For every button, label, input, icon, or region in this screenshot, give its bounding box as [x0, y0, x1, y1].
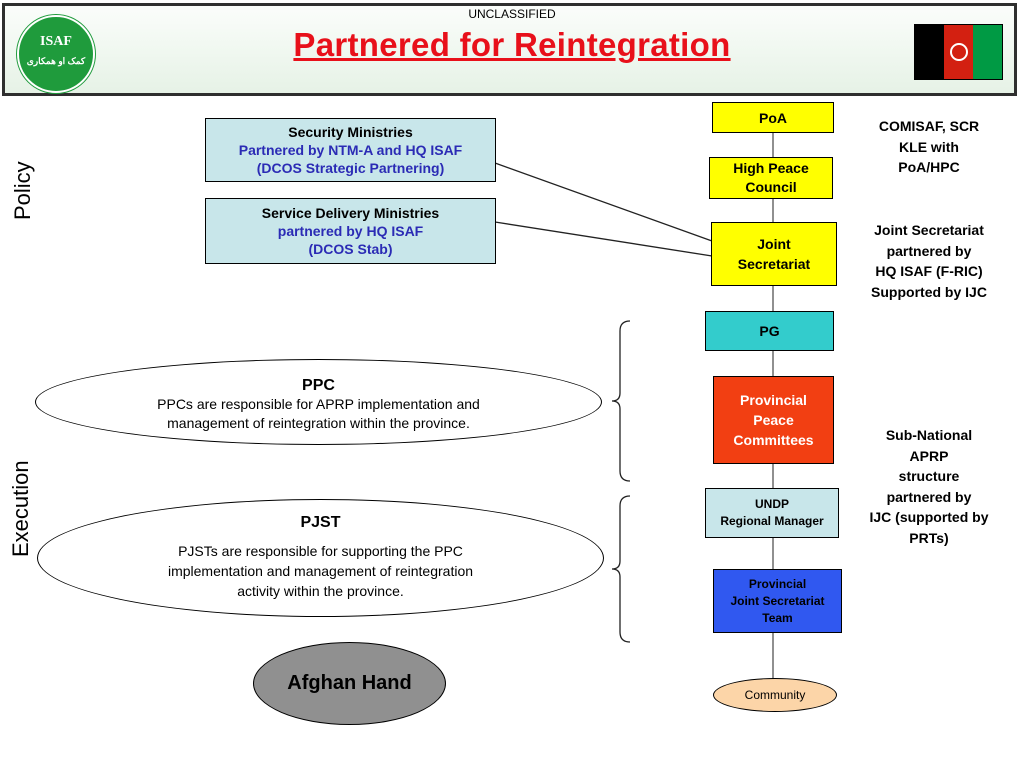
pjst-ellipse: PJST PJSTs are responsible for supportin…	[37, 499, 604, 617]
security-ministries-partner: Partnered by NTM-A and HQ ISAF	[238, 142, 463, 158]
ppc-box-line2: Peace	[753, 412, 794, 428]
ppc-ellipse-line2: management of reintegration within the p…	[167, 415, 470, 431]
security-ministries-box: Security Ministries Partnered by NTM-A a…	[205, 118, 496, 182]
hpc-line2: Council	[745, 179, 797, 195]
execution-label: Execution	[8, 460, 33, 557]
afghan-hand-ellipse: Afghan Hand	[253, 642, 446, 725]
pjst-box-line1: Provincial	[748, 576, 807, 591]
ppc-ellipse-line1: PPCs are responsible for APRP implementa…	[157, 396, 480, 412]
js-note-line2: partnered by	[886, 242, 972, 259]
js-note: Joint Secretariat partnered by HQ ISAF (…	[850, 220, 1008, 302]
comisaf-note-line1: COMISAF, SCR	[878, 118, 980, 134]
hpc-line1: High Peace	[733, 160, 809, 176]
js-note-line3: HQ ISAF (F-RIC)	[875, 263, 983, 279]
comisaf-note-line2: KLE with	[899, 138, 959, 155]
service-delivery-ministries-box: Service Delivery Ministries partnered by…	[205, 198, 496, 264]
pjst-box-line2: Joint Secretariat	[730, 593, 825, 608]
provincial-peace-committees-box: Provincial Peace Committees	[713, 376, 834, 464]
service-delivery-title: Service Delivery Ministries	[261, 205, 440, 221]
classification-label: UNCLASSIFIED	[468, 7, 556, 21]
ppc-ellipse: PPC PPCs are responsible for APRP implem…	[35, 359, 602, 445]
ppc-box-line3: Committees	[733, 432, 814, 448]
ppc-brace	[611, 320, 631, 482]
pg-label: PG	[759, 323, 780, 339]
subnational-note-line1: Sub-National	[885, 427, 973, 443]
pg-box: PG	[705, 311, 834, 351]
security-ministries-title: Security Ministries	[288, 124, 413, 140]
undp-regional-manager-box: UNDP Regional Manager	[705, 488, 839, 538]
subnational-note-line3: structure	[898, 468, 960, 484]
pjst-box-line3: Team	[762, 610, 793, 625]
afghan-hand-label: Afghan Hand	[287, 672, 412, 694]
poa-label: PoA	[759, 109, 787, 126]
isaf-logo-subtext: کمک او همکاری	[26, 56, 86, 66]
pjst-ellipse-title: PJST	[300, 514, 341, 531]
isaf-logo	[17, 15, 95, 93]
service-delivery-dcos: (DCOS Stab)	[308, 241, 393, 257]
pjst-brace	[611, 495, 631, 643]
subnational-note: Sub-National APRP structure partnered by…	[850, 425, 1008, 548]
subnational-note-line2: APRP	[909, 447, 949, 464]
policy-label: Policy	[10, 161, 35, 220]
joint-secretariat-box: Joint Secretariat	[711, 222, 837, 286]
community-ellipse: Community	[713, 678, 837, 712]
comisaf-note-line3: PoA/HPC	[898, 159, 960, 175]
ppc-ellipse-title: PPC	[302, 377, 335, 394]
high-peace-council-box: High Peace Council	[709, 157, 833, 199]
subnational-note-line4: partnered by	[886, 488, 972, 505]
ppc-box-line1: Provincial	[740, 392, 807, 408]
provincial-jst-box: Provincial Joint Secretariat Team	[713, 569, 842, 633]
page-title: Partnered for Reintegration	[293, 26, 731, 63]
comisaf-note: COMISAF, SCR KLE with PoA/HPC	[850, 116, 1008, 178]
subnational-note-line5: IJC (supported by	[869, 509, 989, 525]
security-ministries-dcos: (DCOS Strategic Partnering)	[256, 160, 445, 176]
isaf-logo-text: ISAF	[40, 34, 72, 49]
afghan-flag-icon	[914, 24, 1003, 80]
js-line2: Secretariat	[737, 256, 811, 272]
undp-line1: UNDP	[754, 497, 789, 511]
js-line1: Joint	[757, 236, 791, 252]
pjst-ellipse-line1: PJSTs are responsible for supporting the…	[178, 543, 463, 559]
subnational-note-line6: PRTs)	[909, 529, 949, 546]
security-to-js-line	[494, 162, 713, 242]
header-banner	[2, 3, 1017, 96]
pjst-ellipse-line2: implementation and management of reinteg…	[167, 563, 474, 579]
js-note-line1: Joint Secretariat	[874, 222, 984, 238]
service-to-js-line	[494, 221, 713, 257]
undp-line2: Regional Manager	[720, 514, 824, 528]
pjst-ellipse-line3: activity within the province.	[237, 583, 404, 599]
poa-box: PoA	[712, 102, 834, 133]
js-note-line4: Supported by IJC	[871, 283, 987, 300]
community-label: Community	[744, 688, 806, 702]
service-delivery-partner: partnered by HQ ISAF	[277, 223, 424, 239]
